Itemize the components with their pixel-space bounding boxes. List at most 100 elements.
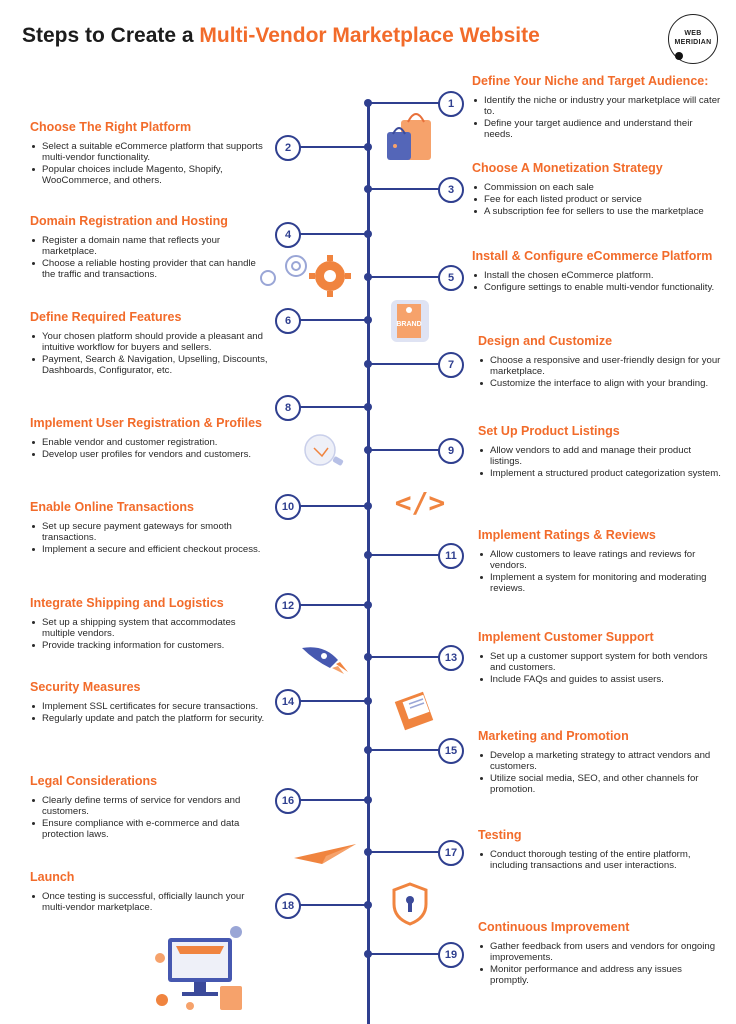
step-connector: [368, 749, 450, 751]
step-bullet-list: Register a domain name that reflects you…: [30, 235, 270, 280]
step-bullet-list: Develop a marketing strategy to attract …: [478, 750, 723, 795]
step-bullet: Implement SSL certificates for secure tr…: [32, 701, 270, 712]
step-bullet: Choose a responsive and user-friendly de…: [480, 355, 723, 377]
step-number-badge: 6: [275, 308, 301, 334]
step-bullet: Identify the niche or industry your mark…: [474, 95, 721, 117]
step-bullet: Monitor performance and address any issu…: [480, 964, 723, 986]
code-symbol: </>: [394, 486, 446, 519]
timeline-node: [364, 551, 372, 559]
timeline-node: [364, 653, 372, 661]
step-bullet: Enable vendor and customer registration.: [32, 437, 275, 448]
step-bullet: Once testing is successful, officially l…: [32, 891, 270, 913]
step-title: Marketing and Promotion: [478, 729, 629, 743]
step-bullet: Include FAQs and guides to assist users.: [480, 674, 723, 685]
step-number-badge: 3: [438, 177, 464, 203]
step-title: Domain Registration and Hosting: [30, 214, 228, 228]
step-number-badge: 14: [275, 689, 301, 715]
step-connector: [287, 604, 368, 606]
step-connector: [287, 146, 368, 148]
step-bullet: Define your target audience and understa…: [474, 118, 722, 140]
step-number-badge: 19: [438, 942, 464, 968]
step-connector: [287, 904, 368, 906]
step-bullet: Choose a reliable hosting provider that …: [32, 258, 270, 280]
step-bullet-list: Implement SSL certificates for secure tr…: [30, 701, 270, 724]
step-connector: [368, 554, 450, 556]
step-connector: [368, 102, 450, 104]
step-connector: [368, 363, 450, 365]
step-bullet: Allow customers to leave ratings and rev…: [480, 549, 723, 571]
step-number-badge: 18: [275, 893, 301, 919]
step-bullet: Popular choices include Magento, Shopify…: [32, 164, 270, 186]
step-number-badge: 15: [438, 738, 464, 764]
rocket-icon: [302, 647, 348, 674]
timeline-node: [364, 230, 372, 238]
step-bullet: Implement a system for monitoring and mo…: [480, 572, 723, 594]
logo-dot: [675, 52, 683, 60]
step-connector: [368, 953, 450, 955]
step-number-badge: 13: [438, 645, 464, 671]
step-bullet: Set up secure payment gateways for smoot…: [32, 521, 270, 543]
step-bullet: Clearly define terms of service for vend…: [32, 795, 270, 817]
step-title: Integrate Shipping and Logistics: [30, 596, 224, 610]
step-number-badge: 10: [275, 494, 301, 520]
timeline-node: [364, 403, 372, 411]
step-connector: [287, 233, 368, 235]
step-bullet: Fee for each listed product or service: [474, 194, 722, 205]
step-title: Choose The Right Platform: [30, 120, 192, 134]
step-bullet-list: Your chosen platform should provide a pl…: [30, 331, 270, 376]
step-bullet-list: Choose a responsive and user-friendly de…: [478, 355, 723, 389]
step-bullet: Your chosen platform should provide a pl…: [32, 331, 270, 353]
step-title: Implement User Registration & Profiles: [30, 416, 263, 430]
step-title: Testing: [478, 828, 522, 842]
step-bullet: Commission on each sale: [474, 182, 722, 193]
security-shield-icon: [392, 882, 428, 926]
envelope-icon: [394, 691, 434, 731]
step-bullet: Customize the interface to align with yo…: [480, 378, 723, 389]
timeline-node: [364, 185, 372, 193]
step-title: Security Measures: [30, 680, 141, 694]
step-title: Implement Customer Support: [478, 630, 654, 644]
brand-tag-icon: BRAND: [391, 300, 429, 342]
step-bullet: Payment, Search & Navigation, Upselling,…: [32, 354, 270, 376]
step-bullet: Utilize social media, SEO, and other cha…: [480, 773, 723, 795]
step-number-badge: 7: [438, 352, 464, 378]
step-connector: [368, 449, 450, 451]
step-connector: [287, 799, 368, 801]
step-bullet: Implement a structured product categoriz…: [480, 468, 723, 479]
timeline-node: [364, 601, 372, 609]
logo-line-2: MERIDIAN: [674, 39, 712, 46]
step-bullet: Ensure compliance with e-commerce and da…: [32, 818, 270, 840]
paper-plane-icon: [294, 844, 356, 864]
step-number-badge: 9: [438, 438, 464, 464]
step-connector: [287, 319, 368, 321]
logo-line-1: WEB: [684, 30, 702, 37]
timeline-spine: [367, 100, 370, 1024]
shopping-bags-icon: [387, 113, 431, 160]
timeline-node: [364, 950, 372, 958]
step-bullet: Allow vendors to add and manage their pr…: [480, 445, 723, 467]
step-number-badge: 5: [438, 265, 464, 291]
step-number-badge: 4: [275, 222, 301, 248]
step-number-badge: 8: [275, 395, 301, 421]
step-bullet-list: Install the chosen eCommerce platform.Co…: [472, 270, 722, 293]
step-bullet: Install the chosen eCommerce platform.: [474, 270, 722, 281]
step-bullet-list: Gather feedback from users and vendors f…: [478, 941, 723, 986]
step-bullet: A subscription fee for sellers to use th…: [474, 206, 722, 217]
step-bullet-list: Allow vendors to add and manage their pr…: [478, 445, 723, 479]
step-bullet-list: Once testing is successful, officially l…: [30, 891, 270, 913]
step-bullet: Set up a shipping system that accommodat…: [32, 617, 270, 639]
step-number-badge: 16: [275, 788, 301, 814]
timeline-node: [364, 796, 372, 804]
